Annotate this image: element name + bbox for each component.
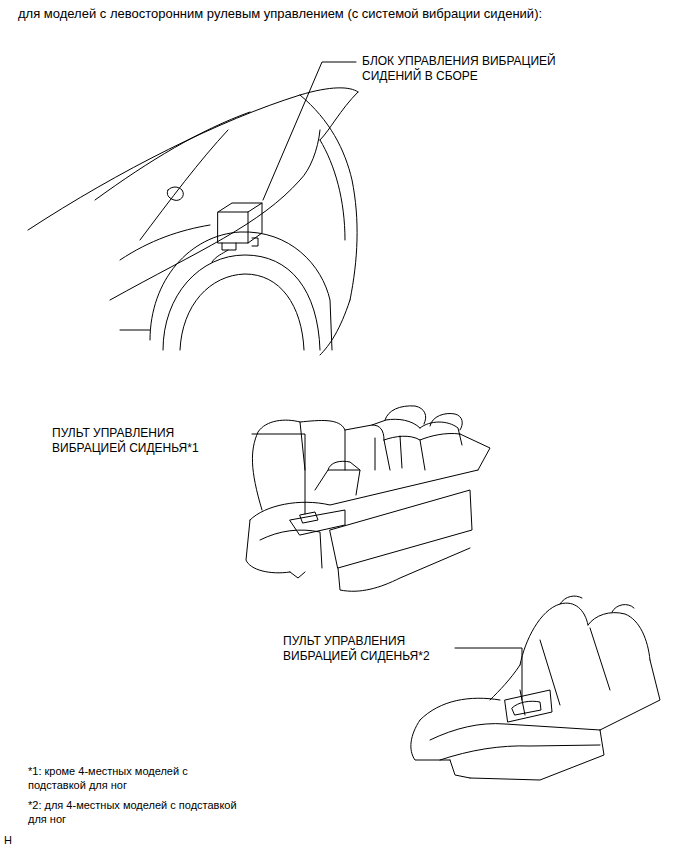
leader-line (252, 434, 305, 514)
footnote: *1: кроме 4-местных моделей с подставкой… (28, 765, 238, 793)
part-name: ПУЛЬТ УПРАВЛЕНИЯ ВИБРАЦИЕЙ СИДЕНЬЯ*1 (52, 426, 230, 456)
leader-line (455, 648, 522, 700)
rear-seat-illustration (411, 596, 660, 780)
diagram-title: для моделей с левосторонним рулевым упра… (18, 6, 678, 22)
footnote: *2: для 4-местных моделей с подставкой д… (28, 799, 238, 827)
part-name: БЛОК УПРАВЛЕНИЯ ВИБРАЦИЕЙ СИДЕНИЙ В СБОР… (362, 54, 577, 84)
rear-seat-illustration (246, 406, 490, 591)
figure-code: H (4, 834, 12, 848)
car-illustration (28, 88, 358, 355)
leader-line (263, 62, 356, 200)
part-name: ПУЛЬТ УПРАВЛЕНИЯ ВИБРАЦИЕЙ СИДЕНЬЯ*2 (283, 634, 453, 664)
